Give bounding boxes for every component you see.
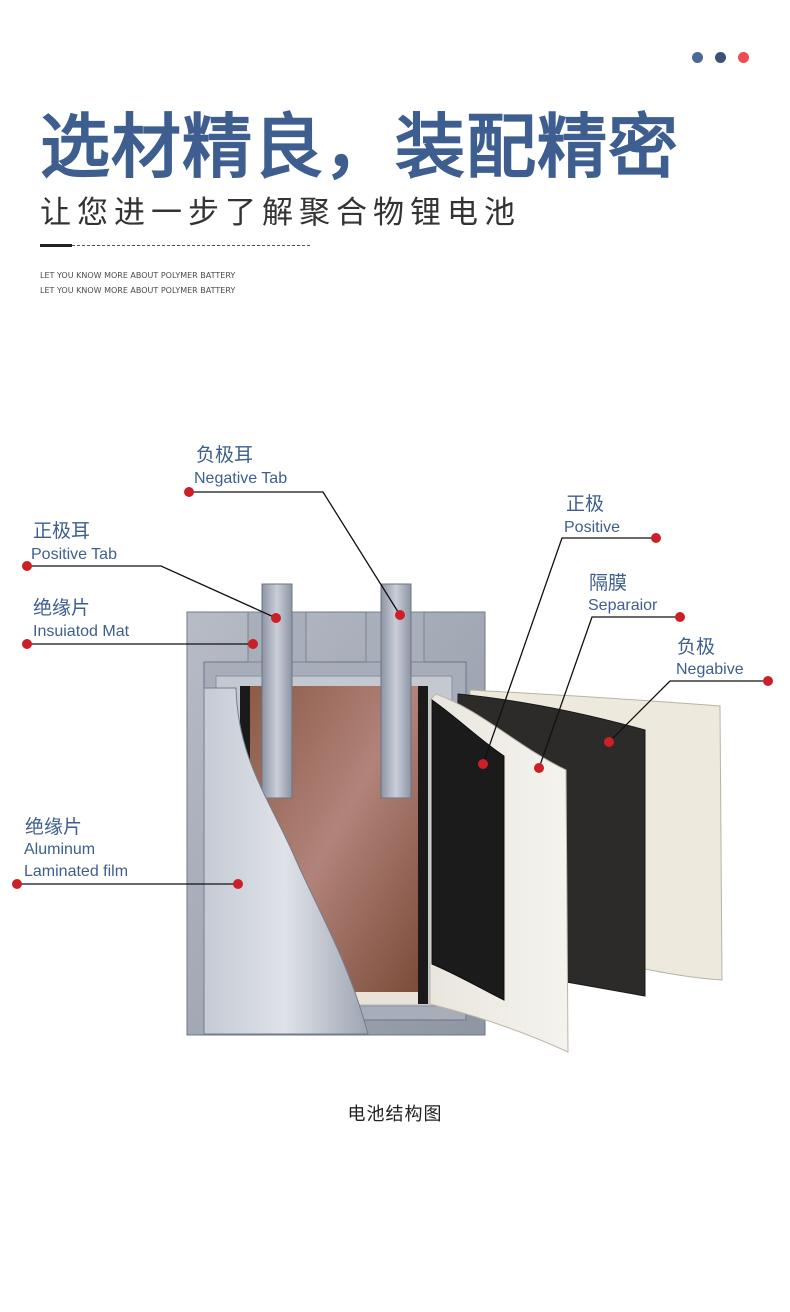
leader-separator: [538, 616, 680, 769]
marker-positive-a: [651, 533, 661, 543]
marker-positive-tab-a: [22, 561, 32, 571]
label-aluminum-film-en2: Laminated film: [24, 863, 128, 880]
label-positive-tab-cn: 正极耳: [33, 520, 90, 542]
label-aluminum-film-en1: Aluminum: [24, 841, 95, 858]
rule-solid: [40, 244, 72, 247]
marker-separator-a: [675, 612, 685, 622]
leader-negative: [608, 680, 768, 743]
marker-negative-tab-b: [395, 610, 405, 620]
headline: 选材精良，装配精密: [40, 106, 679, 188]
english-tagline-1: LET YOU KNOW MORE ABOUT POLYMER BATTERY: [40, 271, 236, 280]
dot-1: [692, 52, 703, 63]
label-aluminum-film-cn: 绝缘片: [25, 816, 82, 838]
label-negative-en: Negabive: [676, 661, 744, 678]
label-negative-tab-cn: 负极耳: [196, 444, 253, 466]
marker-separator-b: [534, 763, 544, 773]
label-positive-cn: 正极: [566, 493, 604, 515]
leader-negative-tab: [189, 491, 401, 616]
marker-positive-tab-b: [271, 613, 281, 623]
marker-aluminum-b: [233, 879, 243, 889]
leader-positive: [482, 537, 656, 765]
dot-2: [715, 52, 726, 63]
label-insulation-mat-cn: 绝缘片: [33, 597, 90, 619]
positive-sheet: [431, 699, 505, 1001]
leader-lines: [17, 491, 768, 885]
negative-tab: [380, 583, 412, 799]
english-tagline-2: LET YOU KNOW MORE ABOUT POLYMER BATTERY: [40, 286, 236, 295]
marker-negative-b: [604, 737, 614, 747]
label-positive-tab-en: Positive Tab: [31, 546, 117, 563]
marker-positive-b: [478, 759, 488, 769]
aluminum-film-peel: [203, 687, 369, 1035]
label-insulation-mat-en: Insuiatod Mat: [33, 623, 130, 640]
label-separator-cn: 隔膜: [589, 572, 627, 594]
bottom-strip: [356, 992, 418, 1004]
marker-aluminum-a: [12, 879, 22, 889]
label-separator-en: Separaior: [588, 597, 658, 614]
rule-dashed: [72, 245, 310, 246]
label-negative-cn: 负极: [677, 636, 715, 658]
header-rule: [40, 244, 310, 247]
diagram-caption: 电池结构图: [347, 1104, 443, 1125]
label-negative-tab-en: Negative Tab: [194, 470, 287, 487]
marker-negative-tab-a: [184, 487, 194, 497]
decorative-dots: [692, 52, 749, 63]
marker-insulation-b: [248, 639, 258, 649]
marker-insulation-a: [22, 639, 32, 649]
leader-positive-tab: [27, 565, 277, 619]
dot-3: [738, 52, 749, 63]
subheadline: 让您进一步了解聚合物锂电池: [40, 195, 521, 231]
marker-dots: [12, 487, 773, 889]
marker-negative-a: [763, 676, 773, 686]
inner-strip-right: [418, 686, 428, 1004]
label-positive-en: Positive: [564, 519, 620, 536]
